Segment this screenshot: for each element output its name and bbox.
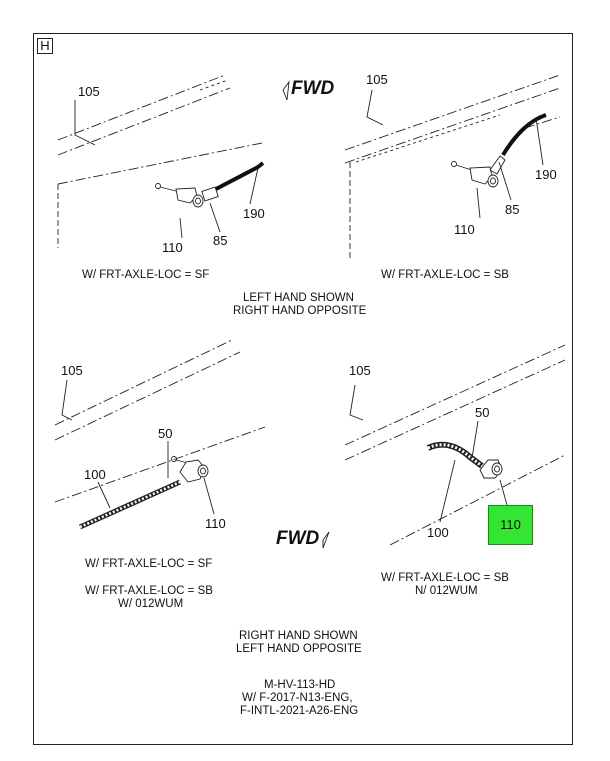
frame-rail-top-left [57, 74, 263, 248]
callout-50: 50 [158, 426, 173, 441]
callout-100: 100 [84, 467, 106, 482]
hose-100-bottom-left [78, 479, 182, 530]
condition-label: W/ FRT-AXLE-LOC = SB [85, 585, 213, 597]
callout-100: 100 [427, 525, 449, 540]
callout-110: 110 [205, 516, 226, 531]
sheet-label: H [37, 38, 53, 54]
condition-label: W/ FRT-AXLE-LOC = SF [85, 558, 213, 570]
hose-190-top-right [501, 113, 547, 157]
leader-85-top-left [209, 202, 221, 233]
applicability-line: M-HV-113-HD [264, 679, 336, 691]
clip-110-top-right [451, 155, 506, 188]
leader-100-bottom-left [97, 481, 111, 509]
callout-105: 105 [349, 363, 371, 378]
clip-110-bottom-right [479, 459, 503, 479]
callout-110: 110 [454, 222, 475, 237]
callout-85: 85 [213, 233, 228, 248]
callout-105: 105 [61, 363, 83, 378]
applicability-line: F-INTL-2021-A26-ENG [240, 705, 359, 717]
leader-105-bottom-right [349, 384, 364, 421]
fwd-label-top: FWD [291, 78, 335, 99]
leader-110-top-left [179, 217, 183, 239]
callout-85: 85 [505, 202, 520, 217]
frame-rail-bottom-left [54, 339, 266, 503]
leader-190-top-right [535, 117, 544, 166]
leader-190-top-left [249, 167, 259, 205]
condition-label: W/ FRT-AXLE-LOC = SF [82, 269, 210, 281]
frame-rail-bottom-right [344, 344, 566, 546]
leader-50-bottom-right [471, 420, 479, 459]
leader-110-bottom-left [203, 477, 215, 515]
callout-50: 50 [475, 405, 490, 420]
applicability-line: W/ F-2017-N13-ENG, [242, 692, 353, 704]
fwd-arrow-icon-bottom [322, 531, 330, 549]
note-line: LEFT HAND SHOWN [243, 292, 354, 304]
leader-85-top-right [498, 161, 512, 201]
leader-105-bottom-left [61, 379, 73, 421]
condition-label: W/ FRT-AXLE-LOC = SB [381, 572, 509, 584]
leader-105-top-right [366, 89, 384, 126]
callout-105: 105 [366, 72, 388, 87]
condition-label: N/ 012WUM [415, 585, 478, 597]
leader-110-bottom-right [499, 479, 508, 506]
callout-110-highlighted[interactable]: 110 [488, 505, 533, 545]
condition-label: W/ 012WUM [118, 598, 184, 610]
callout-190: 190 [535, 167, 557, 182]
drawing-frame [33, 33, 573, 745]
clip-110-top-left [155, 183, 219, 208]
note-line: RIGHT HAND SHOWN [239, 630, 358, 642]
frame-rail-top-right [344, 74, 561, 258]
fwd-arrow-icon-top [282, 80, 290, 101]
fwd-label-bottom: FWD [276, 528, 320, 549]
callout-110: 110 [162, 240, 183, 255]
note-line: LEFT HAND OPPOSITE [236, 643, 362, 655]
leader-100-bottom-right [439, 459, 456, 523]
clip-110-bottom-left [171, 456, 209, 483]
leader-105-top-left [74, 100, 96, 146]
condition-label: W/ FRT-AXLE-LOC = SB [381, 269, 509, 281]
hose-190-top-left [215, 161, 265, 191]
leader-110-top-right [476, 187, 481, 219]
callout-190: 190 [243, 206, 265, 221]
callout-105: 105 [78, 84, 100, 99]
note-line: RIGHT HAND OPPOSITE [233, 305, 367, 317]
